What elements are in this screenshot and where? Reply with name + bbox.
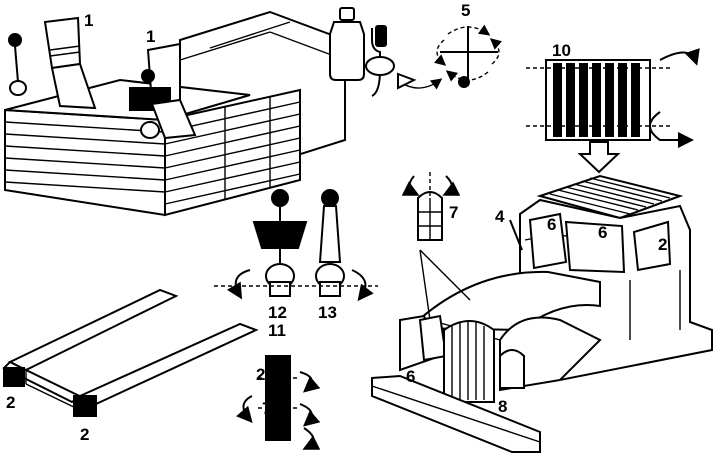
roof-rack — [536, 174, 684, 220]
seat-platform-group — [4, 10, 346, 217]
frame-rail-front — [77, 322, 259, 406]
window-part-group — [401, 172, 461, 241]
truck-cab-group — [371, 174, 713, 453]
label-grille: 10 — [552, 41, 571, 60]
label-bumper-left: 6 — [406, 367, 415, 386]
seat-left-back — [43, 16, 82, 70]
label-small-part-7: 7 — [262, 399, 271, 418]
down-arrow — [577, 141, 621, 174]
windshield-left — [528, 212, 568, 270]
frame-mount-front — [73, 395, 97, 417]
mirror-arm — [371, 28, 381, 97]
slat-lines — [4, 96, 301, 205]
frame-mount-left — [3, 367, 25, 387]
grille-arch-right — [499, 349, 525, 389]
label-frame-left: 2 — [6, 393, 15, 412]
label-seat-left: 1 — [84, 11, 93, 30]
label-windshield-right: 6 — [598, 223, 607, 242]
bottle-body — [329, 21, 365, 81]
hood — [407, 270, 601, 332]
lever-left-knob — [8, 33, 22, 47]
lever-left-cap — [252, 221, 308, 249]
label-lever-13: 13 — [318, 303, 337, 322]
cross-adjust-group — [433, 24, 503, 88]
frame-group — [2, 288, 259, 417]
levers-group — [214, 189, 378, 302]
seat-right-cushion — [150, 98, 197, 140]
label-windshield-left: 6 — [547, 215, 556, 234]
windshield-right — [564, 220, 626, 274]
radiator — [443, 320, 495, 403]
label-seat-right: 1 — [146, 27, 155, 46]
label-window-part: 7 — [449, 203, 458, 222]
label-lever-11: 11 — [268, 321, 286, 340]
label-lever-12: 12 — [268, 303, 287, 322]
antenna-line — [509, 219, 523, 251]
seat-left-cushion — [50, 62, 97, 110]
label-antenna: 4 — [495, 207, 505, 226]
bottle-cap — [339, 7, 355, 21]
side-window — [632, 220, 672, 272]
small-part-group — [236, 355, 321, 450]
label-bumper-right: 8 — [498, 397, 507, 416]
label-side-window: 2 — [658, 235, 667, 254]
grille-group — [526, 48, 700, 174]
label-frame-front: 2 — [80, 425, 89, 444]
bottle-group — [329, 7, 443, 97]
small-part-column — [265, 355, 291, 441]
lever-right-shaft — [318, 205, 342, 263]
label-small-part-2: 2 — [256, 365, 265, 384]
frame-rail-back — [7, 288, 179, 372]
label-mirror-adjust: 5 — [461, 1, 470, 20]
